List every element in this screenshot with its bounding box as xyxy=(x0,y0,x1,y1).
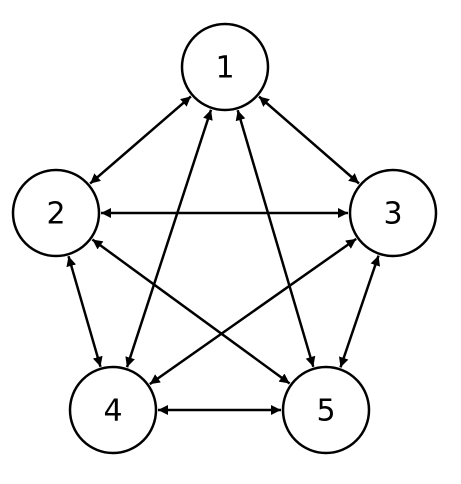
node-5-label: 5 xyxy=(316,394,335,429)
edge-1-5 xyxy=(235,109,316,368)
edge-3-5 xyxy=(338,255,381,368)
node-1-circle xyxy=(180,22,270,112)
node-1-label: 1 xyxy=(215,51,234,86)
edge-2-5 xyxy=(91,238,291,385)
nodes-layer: 1 2 3 4 5 xyxy=(11,22,438,455)
node-1: 1 xyxy=(180,22,270,112)
node-4-label: 4 xyxy=(103,394,122,429)
node-3-circle xyxy=(348,168,438,258)
edge-1-4 xyxy=(125,109,213,368)
node-2-label: 2 xyxy=(46,197,65,232)
node-4-circle xyxy=(68,365,158,455)
edge-3-4 xyxy=(149,237,357,386)
node-3: 3 xyxy=(348,168,438,258)
edge-2-4 xyxy=(66,255,103,368)
edge-1-3 xyxy=(258,95,360,185)
node-5-circle xyxy=(281,365,371,455)
node-3-label: 3 xyxy=(383,197,402,232)
edges-layer xyxy=(66,95,381,415)
edge-1-2 xyxy=(89,95,192,185)
node-5: 5 xyxy=(281,365,371,455)
node-2-circle xyxy=(11,168,101,258)
node-2: 2 xyxy=(11,168,101,258)
node-4: 4 xyxy=(68,365,158,455)
